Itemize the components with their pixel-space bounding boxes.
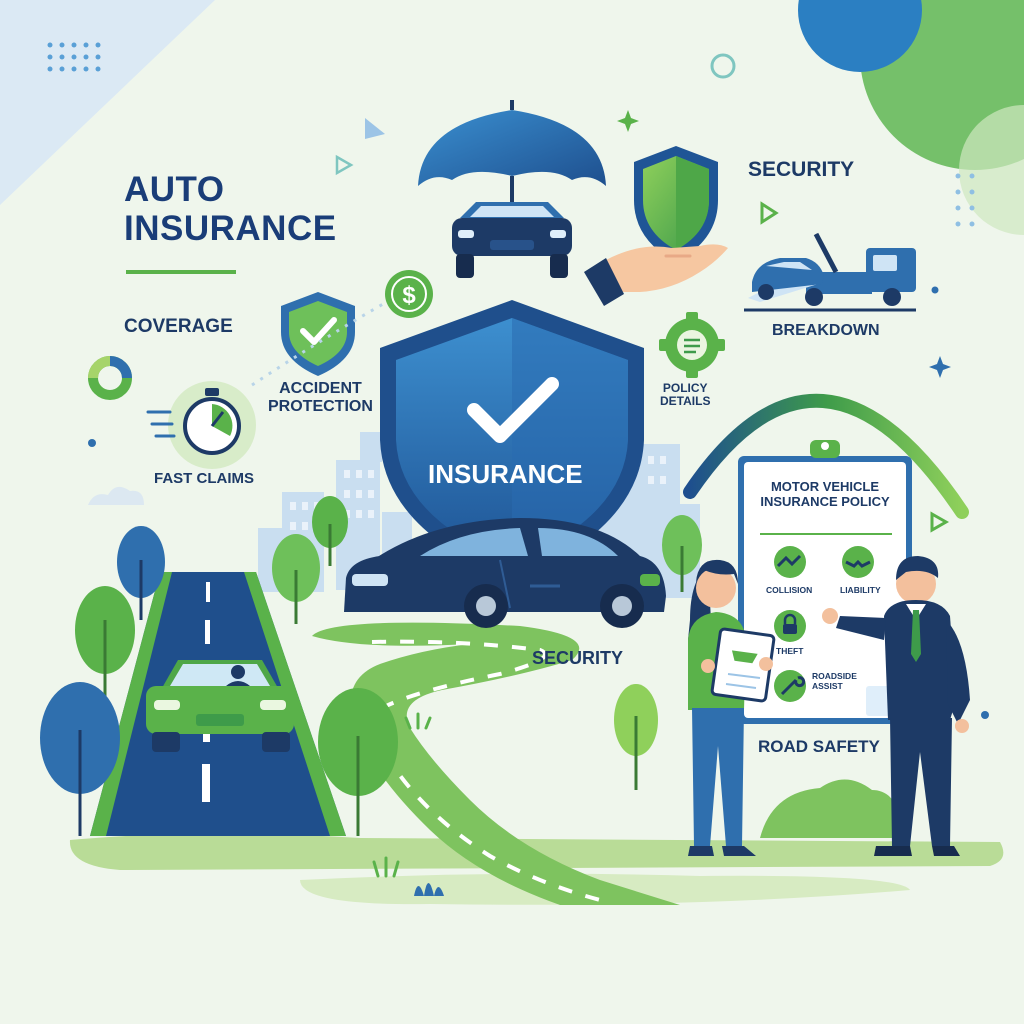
hand-icon bbox=[584, 244, 728, 306]
grass-icon bbox=[372, 712, 432, 878]
collision-label: COLLISION bbox=[766, 585, 813, 595]
roadside-line1: ROADSIDE bbox=[812, 671, 857, 681]
dot-decoration bbox=[88, 439, 96, 447]
policy-board bbox=[738, 440, 912, 724]
tree-icon bbox=[75, 586, 135, 700]
coverage-label: COVERAGE bbox=[124, 316, 233, 337]
accident-protection-label: ACCIDENT PROTECTION bbox=[268, 380, 373, 416]
highway-car-icon bbox=[146, 660, 294, 752]
main-car-icon bbox=[344, 518, 666, 628]
checkmark-icon bbox=[467, 377, 559, 443]
road-safety-label: ROAD SAFETY bbox=[758, 737, 880, 756]
policy-board-title-line1: MOTOR VEHICLE bbox=[770, 479, 880, 494]
tree-icon bbox=[614, 684, 658, 790]
dot-decoration bbox=[981, 711, 989, 719]
insurance-shield bbox=[380, 300, 644, 580]
policy-line1: POLICY bbox=[662, 381, 708, 395]
triangle-decoration bbox=[365, 118, 385, 139]
play-decoration bbox=[930, 511, 950, 533]
bush bbox=[760, 779, 905, 838]
stopwatch-icon bbox=[146, 381, 256, 469]
title-underline bbox=[126, 270, 236, 274]
dot-decoration bbox=[931, 286, 939, 294]
arc-decoration bbox=[683, 393, 969, 519]
money-symbol: $ bbox=[402, 282, 416, 309]
sparkle-icon bbox=[617, 110, 639, 132]
dot-grid-right bbox=[955, 173, 975, 227]
policy-board-title-line2: INSURANCE POLICY bbox=[760, 493, 890, 509]
security-label-middle: SECURITY bbox=[532, 648, 624, 668]
policy-board-title: MOTOR VEHICLE INSURANCE POLICY bbox=[752, 479, 898, 509]
policy-details-label: POLICY DETAILS bbox=[660, 381, 711, 409]
top-left-shape bbox=[0, 0, 215, 205]
ring-decoration bbox=[710, 53, 736, 79]
check-shield-icon bbox=[281, 292, 355, 376]
tree-icon bbox=[40, 682, 120, 836]
security-shield-icon bbox=[634, 146, 718, 262]
grass-icon bbox=[414, 883, 444, 896]
play-decoration bbox=[760, 201, 779, 225]
tree-icon bbox=[117, 526, 165, 620]
agent-woman-figure bbox=[688, 559, 776, 856]
title-line-auto: AUTO bbox=[124, 170, 225, 209]
tree-icon bbox=[318, 688, 398, 836]
breakdown-label: BREAKDOWN bbox=[772, 322, 880, 339]
tree-icon bbox=[312, 496, 348, 566]
dot-grid-left bbox=[47, 42, 101, 72]
security-label-top: SECURITY bbox=[748, 158, 855, 181]
roadside-assist-label: ROADSIDE ASSIST bbox=[812, 671, 857, 691]
theft-label: THEFT bbox=[776, 646, 804, 656]
winding-road bbox=[312, 622, 680, 905]
policy-line2: DETAILS bbox=[660, 394, 711, 409]
tow-truck-icon bbox=[744, 232, 916, 312]
title-line-insurance: INSURANCE bbox=[124, 209, 337, 249]
liability-label: LIABILITY bbox=[840, 585, 881, 595]
connector-dots bbox=[251, 298, 391, 387]
tree-icon bbox=[662, 515, 702, 592]
fast-claims-label: FAST CLAIMS bbox=[154, 470, 254, 487]
corner-circle-light bbox=[959, 105, 1024, 235]
corner-circle-blue bbox=[798, 0, 922, 72]
triangle-decoration bbox=[335, 154, 354, 176]
tree-icon bbox=[272, 534, 320, 624]
donut-chart-icon bbox=[88, 356, 132, 400]
accident-line1: ACCIDENT bbox=[279, 380, 362, 397]
cloud-decoration bbox=[88, 486, 144, 505]
money-icon: $ bbox=[385, 270, 433, 318]
roadside-line2: ASSIST bbox=[812, 680, 843, 691]
insured-car-icon bbox=[452, 202, 572, 278]
agent-man-figure bbox=[822, 556, 970, 856]
accident-line2: PROTECTION bbox=[268, 397, 373, 415]
policy-gear-icon bbox=[659, 312, 725, 378]
page-title: AUTO INSURANCE bbox=[124, 170, 337, 248]
insurance-shield-label: INSURANCE bbox=[428, 459, 583, 489]
sparkle-icon bbox=[929, 356, 951, 378]
